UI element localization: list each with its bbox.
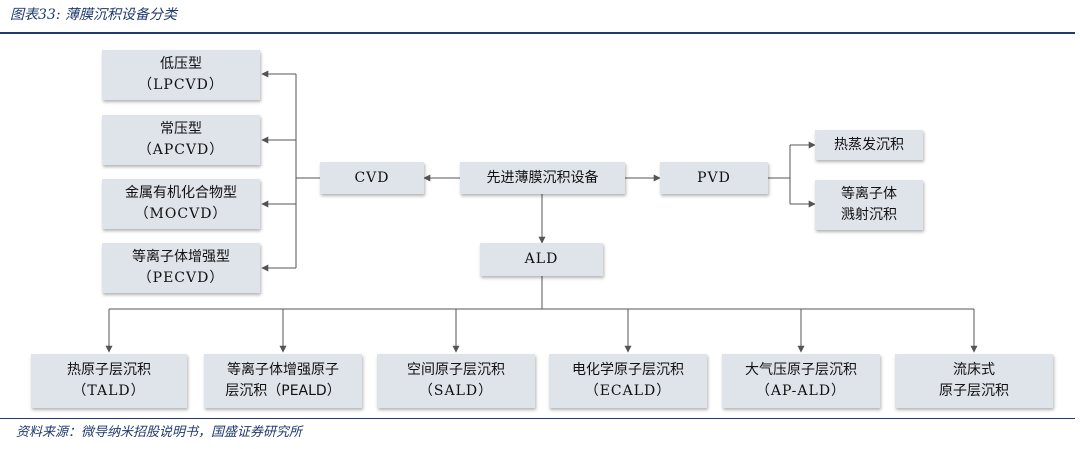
tald-line-1: 热原子层沉积 [67, 362, 151, 378]
sputtering-line-2: 溅射沉积 [841, 207, 897, 223]
peald-line-2: 层沉积（PEALD） [225, 383, 341, 399]
source-rule [0, 418, 1075, 419]
lpcvd-line-2: （LPCVD） [138, 77, 224, 93]
root-node-label: 先进薄膜沉积设备 [486, 169, 599, 186]
lpcvd-node: 低压型 （LPCVD） [102, 50, 260, 100]
apcvd-node: 常压型 （APCVD） [102, 115, 260, 165]
title-rule [0, 32, 1075, 34]
ald-node: ALD [480, 243, 603, 276]
fluidized-bed-line-2: 原子层沉积 [939, 383, 1009, 399]
sald-node: 空间原子层沉积 （SALD） [377, 354, 535, 408]
root-node: 先进薄膜沉积设备 [460, 162, 625, 194]
lpcvd-line-1: 低压型 [160, 56, 202, 72]
pvd-node: PVD [660, 162, 768, 194]
fluidized-bed-line-1: 流床式 [953, 362, 995, 378]
figure-title: 图表33: 薄膜沉积设备分类 [10, 7, 177, 23]
mocvd-node: 金属有机化合物型 （MOCVD） [102, 179, 260, 229]
sald-line-2: （SALD） [418, 383, 494, 399]
peald-line-1: 等离子体增强原子 [227, 362, 339, 378]
mocvd-line-2: （MOCVD） [134, 206, 228, 222]
source-note: 资料来源：微导纳米招股说明书，国盛证券研究所 [16, 425, 303, 440]
sputtering-line-1: 等离子体 [841, 186, 897, 202]
apald-line-2: （AP-ALD） [755, 383, 847, 399]
pvd-node-label: PVD [697, 169, 731, 186]
apcvd-line-2: （APCVD） [137, 142, 225, 158]
ald-node-label: ALD [524, 251, 559, 267]
tald-line-2: （TALD） [72, 383, 146, 399]
tald-node: 热原子层沉积 （TALD） [31, 354, 187, 408]
pecvd-line-1: 等离子体增强型 [132, 249, 230, 265]
sputtering-node: 等离子体 溅射沉积 [815, 180, 923, 230]
ecald-line-2: （ECALD） [584, 383, 672, 399]
thermal-evaporation-node: 热蒸发沉积 [815, 130, 923, 160]
mocvd-line-1: 金属有机化合物型 [125, 185, 237, 201]
sald-line-1: 空间原子层沉积 [407, 362, 505, 378]
ecald-line-1: 电化学原子层沉积 [572, 362, 684, 378]
pecvd-node: 等离子体增强型 （PECVD） [102, 243, 260, 293]
fluidized-bed-ald-node: 流床式 原子层沉积 [895, 354, 1053, 408]
thermal-evaporation-label: 热蒸发沉积 [834, 136, 904, 153]
ecald-node: 电化学原子层沉积 （ECALD） [549, 354, 707, 408]
apald-line-1: 大气压原子层沉积 [745, 362, 857, 378]
pecvd-line-2: （PECVD） [137, 270, 225, 286]
apald-node: 大气压原子层沉积 （AP-ALD） [722, 354, 880, 408]
cvd-node: CVD [320, 162, 424, 194]
peald-node: 等离子体增强原子 层沉积（PEALD） [204, 354, 362, 408]
cvd-node-label: CVD [354, 169, 390, 186]
apcvd-line-1: 常压型 [160, 121, 202, 137]
